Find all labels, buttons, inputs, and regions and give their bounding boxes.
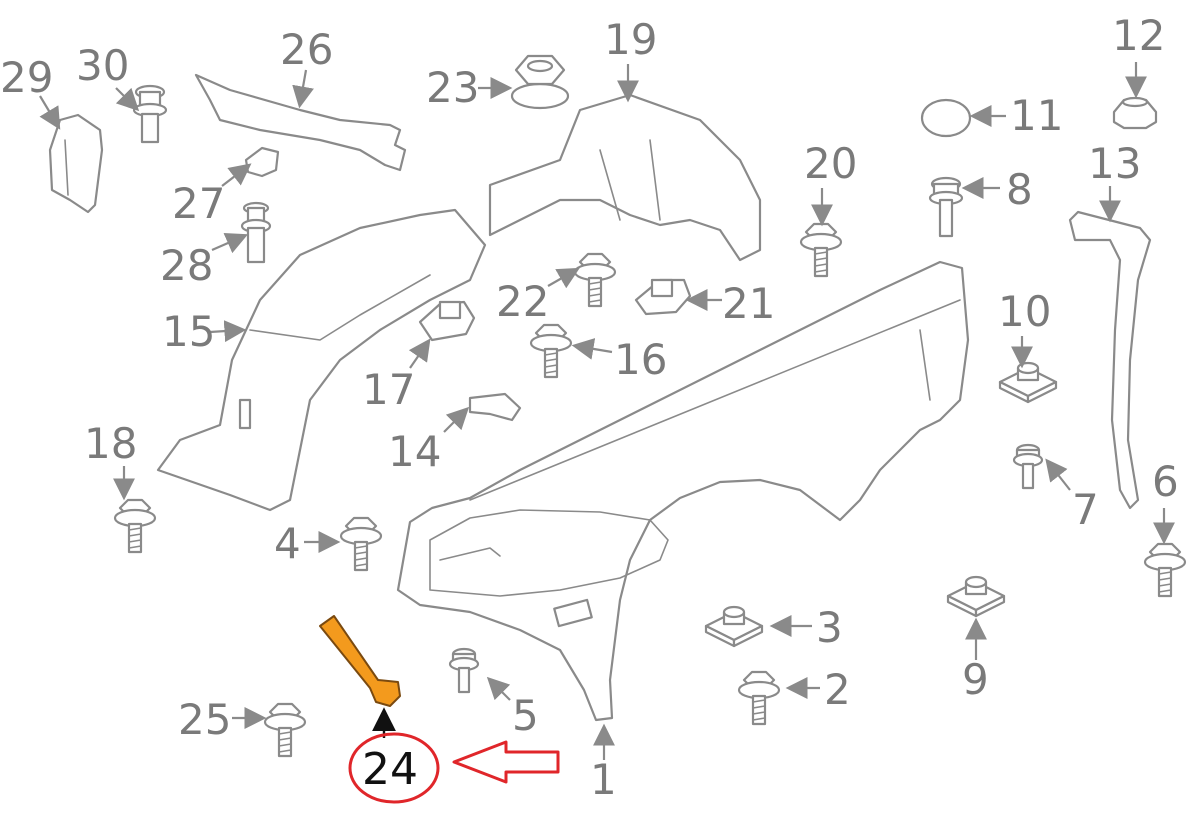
callout-17: 17 <box>362 365 415 414</box>
bracket-14 <box>468 392 522 422</box>
callout-1: 1 <box>590 755 617 804</box>
callout-3: 3 <box>816 603 843 652</box>
bolt-2 <box>737 670 781 726</box>
callout-16: 16 <box>614 335 667 384</box>
callout-11: 11 <box>1010 91 1063 140</box>
callout-27: 27 <box>172 179 225 228</box>
callout-29: 29 <box>0 53 53 102</box>
bolt-8 <box>928 176 964 238</box>
callout-9: 9 <box>962 655 989 704</box>
bolt-4 <box>339 516 383 572</box>
callout-13: 13 <box>1088 139 1141 188</box>
red-pointer-arrow <box>452 740 560 784</box>
bolt-16 <box>529 323 573 379</box>
side-bracket <box>48 113 104 214</box>
callout-25: 25 <box>178 695 231 744</box>
rivet-28 <box>240 201 272 264</box>
clip-21 <box>634 278 692 316</box>
highlighted-part-24: 24 <box>319 615 560 804</box>
callout-19: 19 <box>604 15 657 64</box>
clip-17 <box>418 300 476 342</box>
callout-4: 4 <box>274 519 301 568</box>
cap-12 <box>1112 96 1158 130</box>
stud-7 <box>1012 443 1044 490</box>
clip-nut-9 <box>946 575 1006 618</box>
callout-15: 15 <box>162 307 215 356</box>
nut-23 <box>510 54 570 110</box>
leader-lines <box>39 62 1175 760</box>
callout-10: 10 <box>998 287 1051 336</box>
callout-18: 18 <box>84 419 137 468</box>
part-24-label: 24 <box>362 744 418 795</box>
liner-section <box>488 93 762 262</box>
callout-28: 28 <box>160 241 213 290</box>
callout-14: 14 <box>388 427 441 476</box>
callout-30: 30 <box>76 41 129 90</box>
rivet-30 <box>132 84 168 144</box>
clip-nut-10 <box>998 361 1058 404</box>
bolt-20 <box>799 222 843 278</box>
callout-22: 22 <box>496 277 549 326</box>
bolt-22 <box>573 252 617 308</box>
upper-brace <box>194 73 407 172</box>
callout-21: 21 <box>722 279 775 328</box>
callout-8: 8 <box>1006 165 1033 214</box>
wheel-arch-liner <box>156 208 487 512</box>
callout-23: 23 <box>426 63 479 112</box>
callout-labels: 1 2 3 4 5 6 7 8 9 10 11 12 13 14 15 16 1… <box>0 11 1179 804</box>
callout-12: 12 <box>1112 11 1165 60</box>
part-24-circle <box>348 732 440 804</box>
bolt-25 <box>263 702 307 758</box>
grommet-11 <box>920 98 972 138</box>
stud-5 <box>448 647 480 694</box>
callout-26: 26 <box>280 25 333 74</box>
fender-panel <box>396 260 970 722</box>
bolt-18 <box>113 498 157 554</box>
bolt-6 <box>1143 542 1187 598</box>
callout-7: 7 <box>1072 485 1099 534</box>
callout-6: 6 <box>1152 457 1179 506</box>
trim-strip <box>1068 210 1152 510</box>
clip-nut-3 <box>704 605 764 648</box>
clip-27 <box>244 146 280 178</box>
callout-2: 2 <box>824 665 851 714</box>
orange-bracket-part <box>319 615 401 707</box>
callout-20: 20 <box>804 139 857 188</box>
callout-5: 5 <box>512 691 539 740</box>
